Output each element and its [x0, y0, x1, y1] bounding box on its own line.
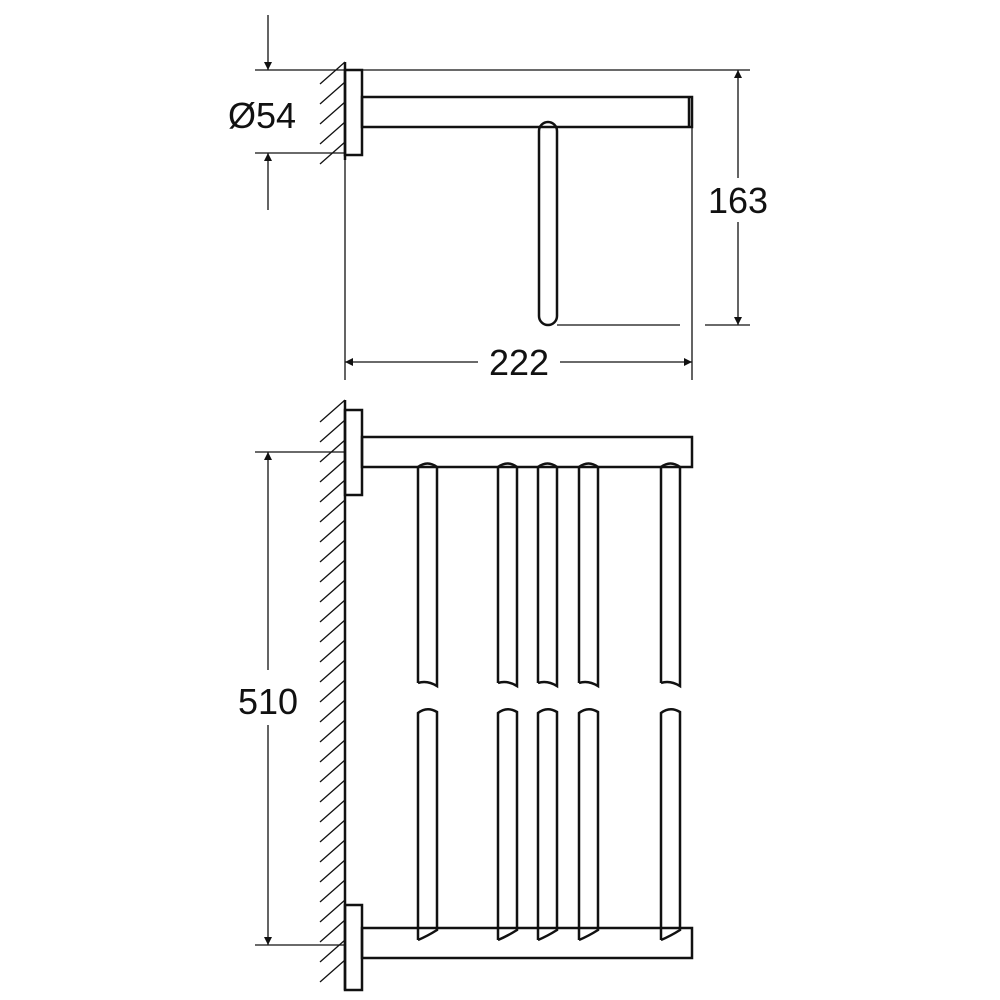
diameter-label: Ø54	[228, 95, 296, 136]
hatch-line	[319, 939, 346, 963]
wall-hatch-top	[319, 61, 346, 165]
depth-label: 222	[489, 342, 549, 383]
hatch-line	[319, 419, 346, 443]
towel-rod-upper	[536, 462, 559, 689]
hatch-line	[319, 539, 346, 563]
main-bar-lower	[360, 926, 694, 960]
hatch-line	[319, 499, 346, 523]
hatch-line	[319, 739, 346, 763]
hatch-line	[319, 559, 346, 583]
towel-rod-lower	[659, 708, 682, 942]
hatch-line	[319, 121, 346, 145]
hatch-line	[319, 579, 346, 603]
hatch-line	[319, 519, 346, 543]
hatch-line	[319, 639, 346, 663]
hatch-line	[319, 101, 346, 125]
height-label: 163	[708, 180, 768, 221]
hatch-line	[319, 839, 346, 863]
wall-flange-lower	[343, 903, 364, 992]
side-view: Ø54 163 222	[228, 15, 768, 383]
towel-rod-upper	[577, 462, 600, 689]
towel-rods	[416, 462, 682, 942]
hatch-line	[319, 859, 346, 883]
width-label: 510	[238, 681, 298, 722]
hatch-line	[319, 959, 346, 983]
main-bar-side	[360, 95, 694, 129]
towel-rod-lower	[536, 708, 559, 942]
hatch-line	[319, 919, 346, 943]
hatch-line	[319, 659, 346, 683]
hatch-line	[319, 679, 346, 703]
hatch-line	[319, 819, 346, 843]
hatch-line	[319, 759, 346, 783]
hatch-line	[319, 399, 346, 423]
hatch-line	[319, 479, 346, 503]
hatch-line	[319, 439, 346, 463]
front-view: 510	[238, 399, 694, 992]
towel-rod-upper	[659, 462, 682, 689]
hatch-line	[319, 799, 346, 823]
hatch-line	[319, 599, 346, 623]
towel-rod-lower	[496, 708, 519, 942]
hatch-line	[319, 459, 346, 483]
hatch-line	[319, 879, 346, 903]
wall-flange-upper	[343, 408, 364, 497]
towel-rod-upper	[496, 462, 519, 689]
hatch-line	[319, 619, 346, 643]
hatch-line	[319, 61, 346, 85]
towel-rod-upper	[416, 462, 439, 689]
hatch-line	[319, 779, 346, 803]
hatch-line	[319, 719, 346, 743]
towel-rod-lower	[416, 708, 439, 942]
towel-rod-lower	[577, 708, 600, 942]
main-bar-upper	[360, 435, 694, 469]
hatch-line	[319, 699, 346, 723]
wall-hatch-front	[319, 399, 346, 983]
hatch-line	[319, 81, 346, 105]
hatch-line	[319, 899, 346, 923]
wall-flange-top	[343, 68, 364, 157]
towel-rod-side	[537, 120, 559, 327]
